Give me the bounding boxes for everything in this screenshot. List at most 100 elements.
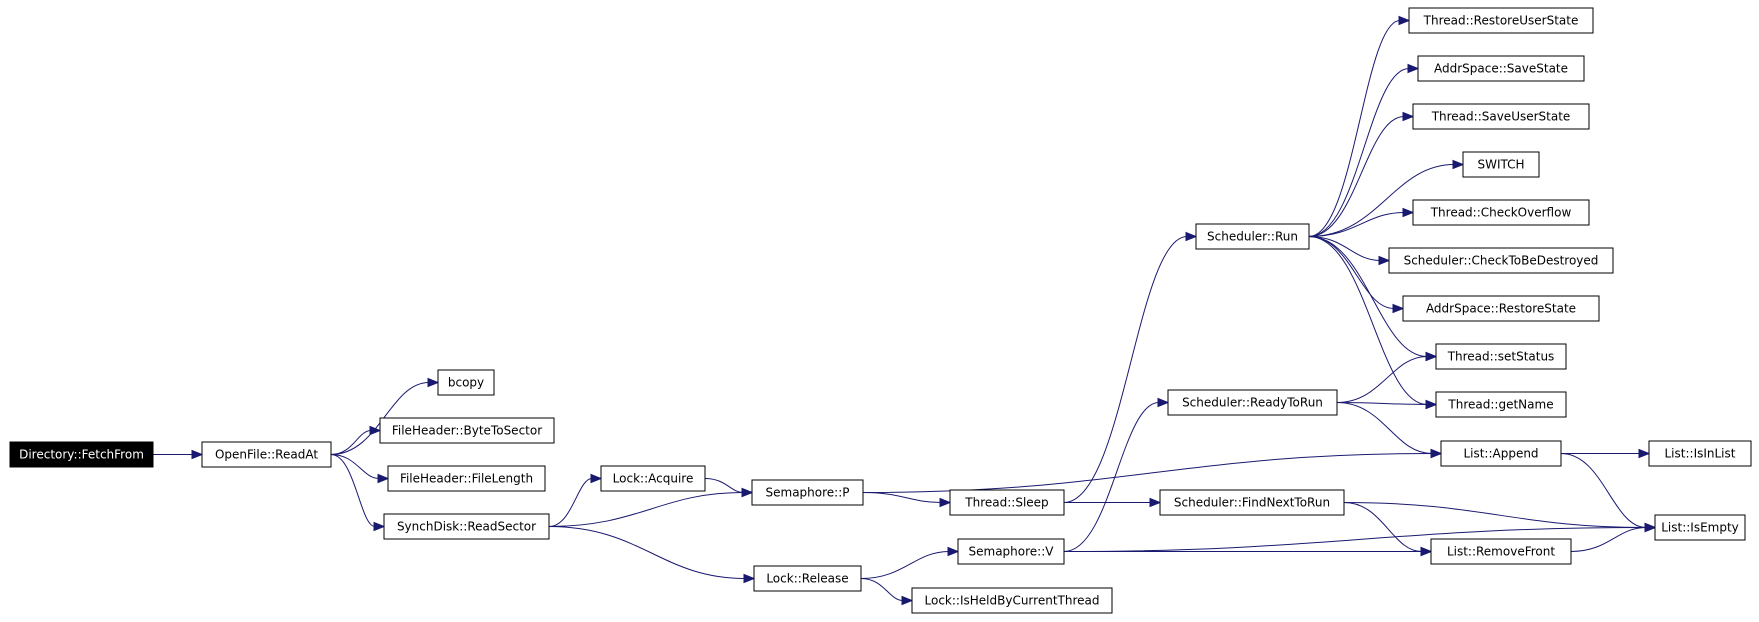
arrowhead-icon	[1378, 255, 1391, 266]
node-box	[751, 479, 864, 506]
edge-find_next-to-remove_front	[1343, 502, 1433, 557]
node-thread-sleep[interactable]: Thread::Sleep	[949, 489, 1065, 516]
edge-line	[548, 478, 593, 527]
node-list-append[interactable]: List::Append	[1440, 440, 1562, 467]
edge-line	[330, 430, 372, 455]
node-box	[600, 465, 706, 492]
node-is-empty[interactable]: List::IsEmpty	[1654, 514, 1746, 541]
node-readat[interactable]: OpenFile::ReadAt	[201, 441, 332, 468]
node-label: Directory::FetchFrom	[19, 448, 144, 462]
node-label: Thread::CheckOverflow	[1430, 206, 1572, 220]
node-label: AddrSpace::RestoreState	[1426, 302, 1576, 316]
edge-read_sector-to-lock_release	[548, 526, 756, 584]
node-find-next[interactable]: Scheduler::FindNextToRun	[1159, 489, 1345, 516]
node-restore-user[interactable]: Thread::RestoreUserState	[1408, 7, 1594, 34]
node-lock-acquire[interactable]: Lock::Acquire	[600, 465, 706, 492]
edge-sched_run-to-as_save	[1308, 63, 1420, 237]
edge-line	[1308, 164, 1455, 237]
edge-line	[862, 492, 942, 503]
node-sched-run[interactable]: Scheduler::Run	[1195, 223, 1310, 250]
node-get-name[interactable]: Thread::getName	[1435, 391, 1567, 418]
node-read-sector[interactable]: SynchDisk::ReadSector	[383, 513, 550, 540]
edge-line	[1063, 402, 1160, 552]
node-set-status[interactable]: Thread::setStatus	[1435, 343, 1567, 370]
node-held-by-current[interactable]: Lock::IsHeldByCurrentThread	[911, 587, 1113, 614]
arrowhead-icon	[1425, 351, 1438, 362]
node-layer: Directory::FetchFrom OpenFile::ReadAt bcop…	[9, 7, 1752, 614]
edge-thread_sleep-to-find_next	[1063, 497, 1162, 508]
arrowhead-icon	[1644, 522, 1657, 533]
node-box	[911, 587, 1113, 614]
node-sem-v[interactable]: Semaphore::V	[957, 538, 1065, 565]
arrowhead-icon	[901, 595, 914, 606]
node-check-destroyed[interactable]: Scheduler::CheckToBeDestroyed	[1388, 247, 1614, 274]
node-lock-release[interactable]: Lock::Release	[753, 565, 862, 592]
node-label: OpenFile::ReadAt	[215, 448, 318, 462]
node-box	[1440, 440, 1562, 467]
node-save-user[interactable]: Thread::SaveUserState	[1412, 103, 1590, 130]
edge-read_sector-to-sem_p	[548, 487, 754, 527]
node-label: Scheduler::ReadyToRun	[1182, 396, 1323, 410]
edge-remove_front-to-is_empty	[1570, 522, 1657, 552]
node-label: List::RemoveFront	[1447, 545, 1555, 559]
edge-line	[1343, 502, 1647, 528]
arrowhead-icon	[939, 497, 952, 508]
edge-sem_p-to-thread_sleep	[862, 492, 952, 508]
node-file-length[interactable]: FileHeader::FileLength	[387, 465, 546, 492]
node-box	[1408, 7, 1594, 34]
arrowhead-icon	[1420, 546, 1433, 557]
edge-line	[1308, 236, 1428, 357]
node-box	[1648, 440, 1752, 467]
node-is-in-list[interactable]: List::IsInList	[1648, 440, 1752, 467]
node-label: Lock::IsHeldByCurrentThread	[925, 594, 1100, 608]
node-box	[949, 489, 1065, 516]
node-label: Scheduler::Run	[1207, 230, 1298, 244]
node-box	[1417, 55, 1585, 82]
node-switch[interactable]: SWITCH	[1462, 151, 1540, 178]
edge-sem_v-to-ready_to_run	[1063, 397, 1170, 552]
node-as-save[interactable]: AddrSpace::SaveState	[1417, 55, 1585, 82]
node-ready-to-run[interactable]: Scheduler::ReadyToRun	[1167, 389, 1338, 416]
arrowhead-icon	[1425, 399, 1438, 410]
arrowhead-icon	[427, 377, 440, 388]
node-label: List::IsInList	[1665, 447, 1736, 461]
edge-line	[1063, 527, 1647, 552]
edge-line	[1308, 20, 1401, 237]
edge-list_append-to-is_in_list	[1560, 448, 1651, 459]
node-box	[1462, 151, 1540, 178]
edge-line	[862, 453, 1433, 493]
edge-read_sector-to-lock_acquire	[548, 473, 603, 527]
node-box	[753, 565, 862, 592]
node-box	[379, 417, 555, 444]
node-label: List::Append	[1463, 447, 1538, 461]
edge-line	[1308, 236, 1381, 261]
node-bcopy[interactable]: bcopy	[437, 369, 495, 396]
node-box	[1167, 389, 1338, 416]
node-as-restore[interactable]: AddrSpace::RestoreState	[1402, 295, 1600, 322]
arrowhead-icon	[377, 473, 390, 484]
edge-line	[1570, 527, 1647, 552]
node-box	[957, 538, 1065, 565]
node-label: bcopy	[448, 376, 484, 390]
edge-line	[1308, 116, 1405, 237]
node-box	[437, 369, 495, 396]
node-box	[1430, 538, 1572, 565]
edge-sched_run-to-restore_user	[1308, 15, 1411, 237]
edge-line	[1336, 402, 1428, 405]
arrowhead-icon	[590, 473, 603, 484]
node-box	[1412, 103, 1590, 130]
node-fetch-from[interactable]: Directory::FetchFrom	[9, 441, 154, 468]
edge-sem_p-to-list_append	[862, 448, 1443, 493]
node-remove-front[interactable]: List::RemoveFront	[1430, 538, 1572, 565]
node-label: Lock::Acquire	[613, 472, 694, 486]
edge-line	[860, 551, 950, 579]
node-check-overflow[interactable]: Thread::CheckOverflow	[1412, 199, 1590, 226]
node-sem-p[interactable]: Semaphore::P	[751, 479, 864, 506]
arrowhead-icon	[369, 425, 382, 436]
edge-sched_run-to-check_destroyed	[1308, 236, 1391, 266]
edge-thread_sleep-to-sched_run	[1063, 231, 1198, 503]
node-box	[1195, 223, 1310, 250]
edge-lock_acquire-to-sem_p	[704, 478, 754, 498]
node-byte-to-sector[interactable]: FileHeader::ByteToSector	[379, 417, 555, 444]
arrowhead-icon	[1452, 159, 1465, 170]
